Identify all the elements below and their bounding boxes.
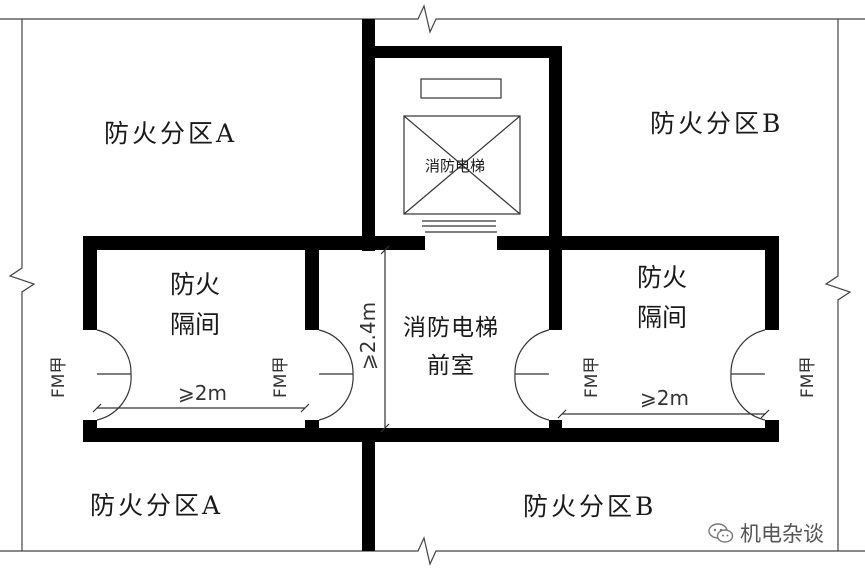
- dim-tick-left-2: [300, 403, 310, 413]
- dimension-lobby-depth: ⩾2.4m: [356, 301, 380, 370]
- wall-shaft-right: [549, 46, 562, 251]
- door-label-right-inner: FM甲: [582, 356, 602, 398]
- lobby-label: 消防电梯 前室: [393, 309, 509, 385]
- right-vestibule-line1: 防火: [637, 263, 688, 292]
- bottom-break-line: [22, 536, 838, 566]
- elevator-indicator-panel: [420, 78, 502, 99]
- elevator-label: 消防电梯: [425, 157, 486, 175]
- dim-tick-lobby-2: [380, 423, 390, 433]
- wall-top-left: [83, 236, 375, 250]
- wall-lower-spine: [362, 442, 375, 551]
- left-vestibule-line2: 隔间: [170, 310, 221, 339]
- walls: [83, 19, 779, 551]
- wall-left-outer-upper: [83, 236, 97, 330]
- wall-shaft-bottom-right: [497, 236, 779, 250]
- watermark: 机电杂谈: [708, 518, 824, 548]
- door-swing-left-outer: [96, 329, 132, 421]
- dim-tick-left-1: [92, 403, 102, 413]
- dim-tick-right-1: [557, 409, 567, 419]
- wechat-icon: [708, 523, 734, 543]
- door-swing-right-inner: [514, 329, 550, 421]
- zone-label-top-right: 防火分区B: [650, 109, 784, 138]
- door-swing-right-outer: [730, 329, 766, 421]
- door-swing-left-inner: [318, 329, 354, 421]
- elevator-cab: [403, 115, 521, 215]
- wall-shaft-bottom-left: [375, 236, 425, 250]
- wall-shaft-top: [362, 46, 562, 58]
- top-break-line: [22, 4, 838, 34]
- wall-upper-spine: [362, 19, 375, 251]
- wall-right-outer-upper: [765, 236, 779, 330]
- left-vestibule-line1: 防火: [170, 270, 221, 299]
- door-swings: [96, 329, 766, 421]
- dimension-right-width: ⩾2m: [640, 386, 689, 410]
- dimension-lines: [92, 245, 770, 433]
- wall-left-inner-upper: [305, 250, 319, 330]
- door-label-left-inner: FM甲: [271, 356, 291, 398]
- dimension-left-width: ⩾2m: [178, 381, 227, 405]
- zone-label-bottom-right: 防火分区B: [523, 492, 657, 521]
- elevator-cab-diagonal-2: [403, 115, 521, 215]
- dim-tick-lobby-1: [380, 245, 390, 255]
- dim-tick-right-2: [760, 409, 770, 419]
- lobby-line1: 消防电梯: [403, 315, 499, 341]
- door-label-left-outer: FM甲: [49, 356, 69, 398]
- right-break-line: [824, 19, 852, 551]
- left-vestibule-label: 防火 隔间: [170, 265, 220, 345]
- lobby-line2: 前室: [427, 353, 475, 379]
- wall-bottom: [83, 428, 779, 442]
- wall-right-inner-upper: [549, 250, 562, 330]
- zone-label-top-left: 防火分区A: [104, 119, 238, 148]
- right-vestibule-line2: 隔间: [637, 303, 688, 332]
- zone-label-bottom-left: 防火分区A: [90, 491, 224, 520]
- right-vestibule-label: 防火 隔间: [637, 258, 687, 338]
- left-break-line: [8, 19, 36, 551]
- door-label-right-outer: FM甲: [798, 356, 818, 398]
- elevator-car: [403, 78, 521, 233]
- watermark-text: 机电杂谈: [740, 522, 824, 546]
- plan-boundary: [0, 4, 865, 566]
